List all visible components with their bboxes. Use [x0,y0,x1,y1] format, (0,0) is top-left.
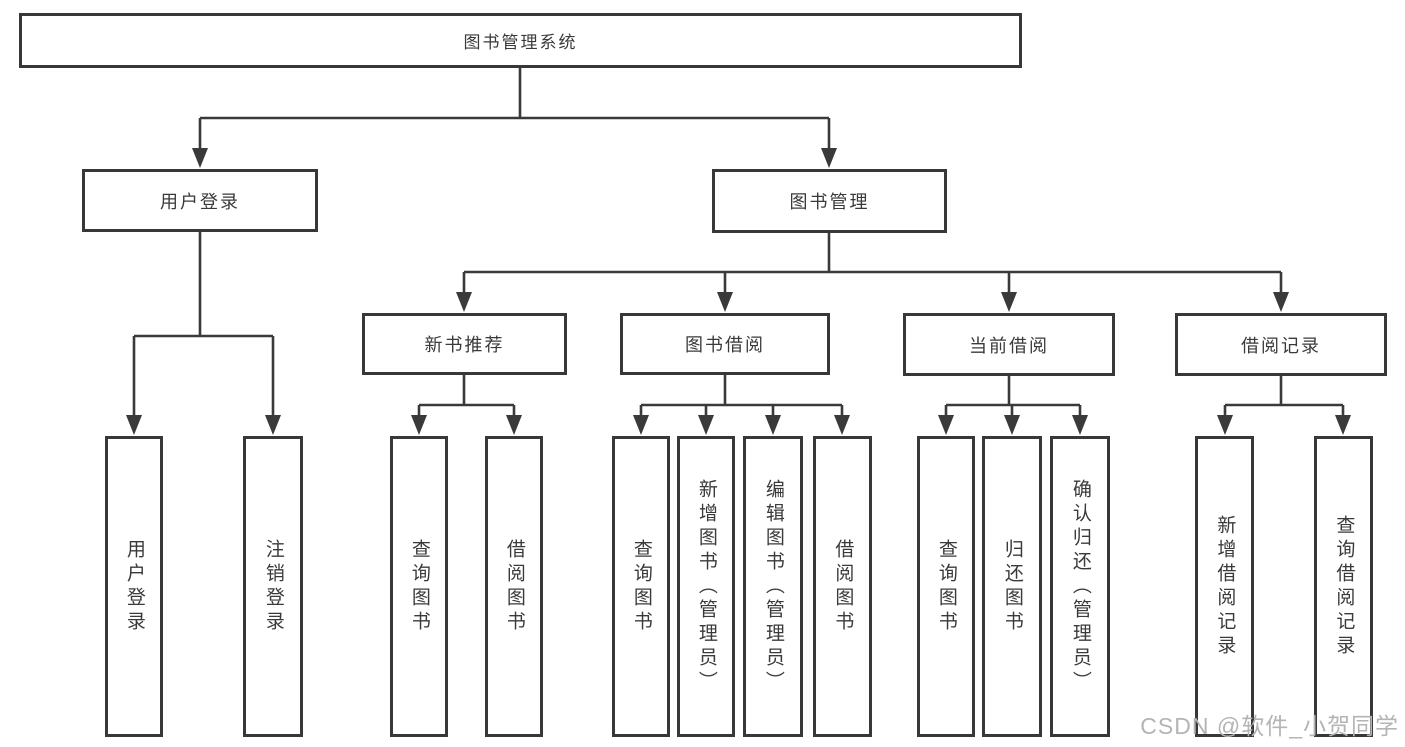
leaf-query-books-3: 查询图书 [917,436,975,737]
leaf-label: 编辑图书（管理员） [762,478,784,695]
leaf-label: 用户登录 [123,538,145,635]
leaf-return-books: 归还图书 [982,436,1042,737]
node-label: 图书管理 [789,192,870,212]
leaf-label: 查询图书 [630,538,652,635]
leaf-add-borrow-record: 新增借阅记录 [1195,436,1254,737]
leaf-label: 借阅图书 [503,538,525,635]
leaf-borrow-books-1: 借阅图书 [485,436,543,737]
leaf-query-books-1: 查询图书 [390,436,448,737]
leaf-user-login: 用户登录 [105,436,163,737]
leaf-label: 查询借阅记录 [1333,514,1355,659]
node-new-book-recommendation: 新书推荐 [362,313,567,375]
leaf-add-books-admin: 新增图书（管理员） [677,436,735,737]
node-label: 借阅记录 [1241,335,1321,356]
leaf-query-borrow-record: 查询借阅记录 [1314,436,1373,737]
leaf-logout: 注销登录 [243,436,303,737]
leaf-label: 新增图书（管理员） [695,478,717,695]
leaf-confirm-return-admin: 确认归还（管理员） [1050,436,1110,737]
leaf-label: 查询图书 [935,538,957,635]
node-label: 新书推荐 [424,335,505,355]
node-label: 用户登录 [160,191,240,212]
leaf-label: 注销登录 [262,538,284,635]
leaf-label: 查询图书 [408,538,430,635]
leaf-label: 新增借阅记录 [1214,514,1236,659]
node-current-borrowing: 当前借阅 [903,313,1115,376]
node-library-management-system: 图书管理系统 [19,13,1022,68]
node-book-borrowing: 图书借阅 [620,313,830,375]
node-user-login: 用户登录 [82,169,318,232]
leaf-label: 借阅图书 [832,538,854,635]
node-label: 图书借阅 [685,335,765,355]
leaf-edit-books-admin: 编辑图书（管理员） [743,436,803,737]
node-borrowing-records: 借阅记录 [1175,313,1387,376]
node-label: 图书管理系统 [463,33,578,52]
node-book-management: 图书管理 [712,169,947,233]
leaf-borrow-books-2: 借阅图书 [813,436,872,737]
node-label: 当前借阅 [969,335,1049,356]
csdn-watermark: CSDN @软件_小贺同学 [1140,713,1399,739]
leaf-label: 确认归还（管理员） [1069,478,1091,695]
leaf-query-books-2: 查询图书 [612,436,670,737]
leaf-label: 归还图书 [1001,538,1023,635]
